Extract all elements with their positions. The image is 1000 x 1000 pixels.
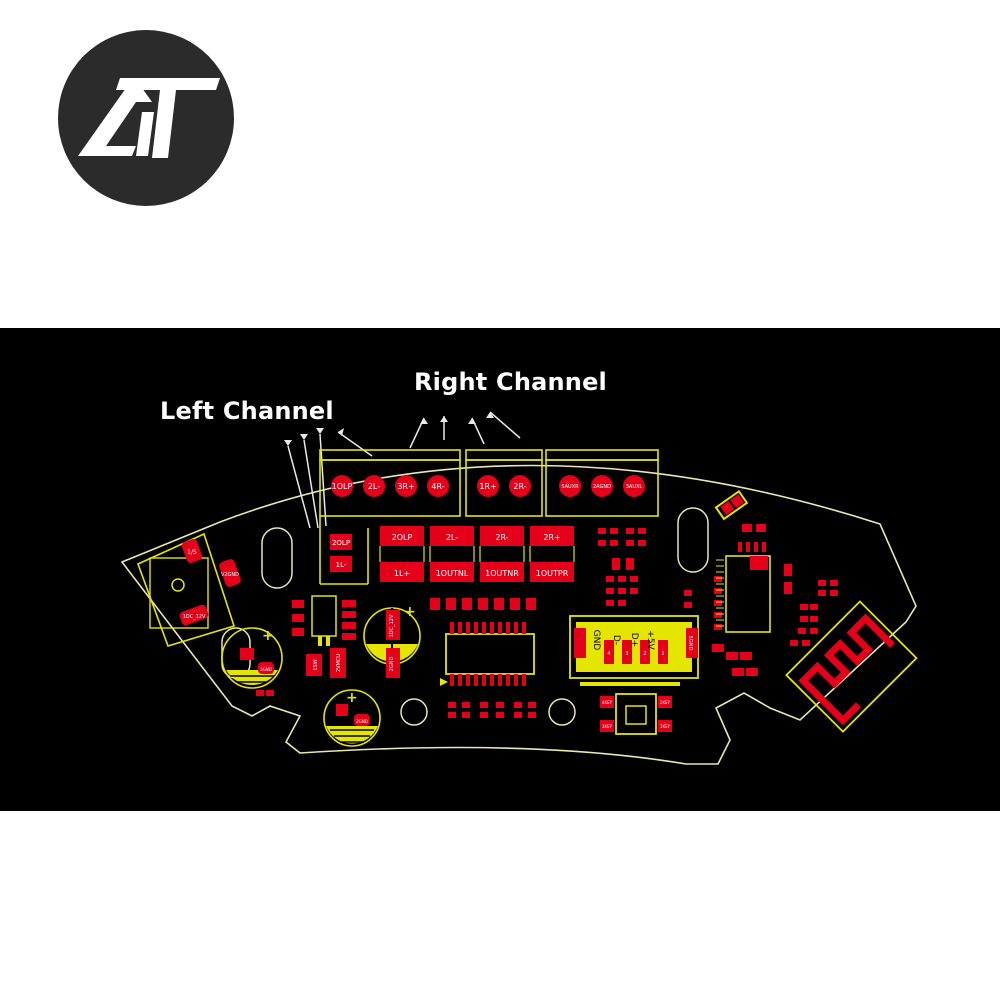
left-channel-label: Left Channel — [160, 397, 334, 425]
terminal-pads — [331, 475, 645, 497]
right-channel-label: Right Channel — [414, 368, 607, 396]
terminal-label: 2L- — [368, 482, 380, 491]
component-label: 1SW — [313, 659, 319, 670]
component-label: 2VMCU — [336, 654, 342, 672]
key-label: 1KEY — [660, 724, 671, 729]
key-label: 3KEY — [602, 724, 613, 729]
capacitor-middle: + 1DC_12V 2GND — [363, 604, 421, 678]
terminal-label: 2R- — [513, 482, 526, 491]
pad-label: 2OLP — [392, 533, 413, 542]
pad-label: 1L- — [336, 561, 347, 569]
pad-label: 2R+ — [543, 533, 560, 542]
pad-label: 2OLP — [332, 539, 350, 547]
pad-label: 2R- — [495, 533, 508, 542]
capacitor-left: + 3GND — [221, 627, 283, 689]
svg-text:+: + — [262, 628, 274, 644]
pcb-panel: 1OLP 2L- 3R+ 4R- 1R+ 2R- SAUXR 2AGND 3AU… — [0, 328, 1000, 811]
jack-label: 1/5 — [187, 549, 197, 556]
usb-pin: 2 — [643, 651, 646, 657]
usb-label: +5V — [645, 630, 655, 650]
usb-side-label: 5GND — [687, 636, 693, 651]
terminal-label: 4R- — [431, 482, 444, 491]
jack-label: V2GND — [221, 572, 239, 578]
cap-label: 2GND — [389, 657, 395, 672]
brand-logo — [56, 28, 236, 208]
usb-pin: 1 — [661, 651, 664, 657]
mcu-chip — [716, 542, 771, 633]
cap-label: 1DC_12V — [389, 614, 395, 637]
pcb-layout: 1OLP 2L- 3R+ 4R- 1R+ 2R- SAUXR 2AGND 3AU… — [120, 411, 918, 765]
pad-label: 1OUTPR — [536, 569, 569, 578]
usb-label: GND — [591, 630, 601, 651]
pad-label: 1OUTNL — [436, 569, 469, 578]
cap-label: 2GND — [356, 719, 368, 724]
capacitor-low: + 2GND — [323, 689, 381, 747]
jack-label: 1DC_12V — [183, 614, 206, 620]
key-label: 2KEY — [660, 700, 671, 705]
tactile-button: 4KEY 3KEY 2KEY 1KEY — [600, 693, 672, 735]
usb-module: GND D- D+ +5V 4 3 2 1 5GND — [569, 615, 699, 686]
pad-label: 1OUTNR — [485, 569, 519, 578]
usb-label: D- — [611, 635, 621, 645]
terminal-label: 3AUXL — [626, 484, 643, 490]
board-outline — [120, 464, 917, 765]
pad-label: 1L+ — [394, 569, 410, 578]
terminal-label: 3R+ — [397, 482, 414, 491]
key-label: 4KEY — [602, 700, 613, 705]
usb-pin: 3 — [625, 651, 628, 657]
amplifier-ic — [440, 622, 535, 686]
usb-pin: 4 — [607, 651, 610, 657]
cap-label: 3GND — [260, 667, 272, 672]
svg-text:+: + — [346, 690, 358, 706]
terminal-label: 1R+ — [479, 482, 496, 491]
pad-label: 2L- — [446, 533, 458, 542]
terminal-label: SAUXR — [561, 484, 579, 490]
usb-label: D+ — [629, 633, 639, 647]
bluetooth-antenna — [785, 600, 918, 733]
terminal-label: 1OLP — [332, 482, 353, 491]
terminal-label: 2AGND — [593, 484, 611, 490]
svg-text:+: + — [404, 604, 416, 620]
dc-jack: 1/5 V2GND 1DC_12V — [136, 532, 241, 647]
